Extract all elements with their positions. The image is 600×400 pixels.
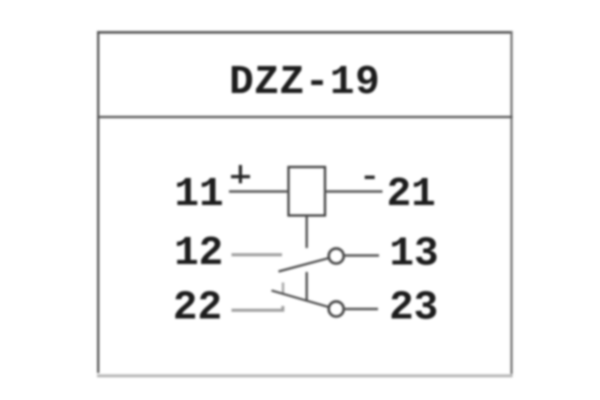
svg-text:11: 11 bbox=[174, 172, 223, 218]
svg-text:12: 12 bbox=[174, 231, 223, 277]
svg-text:13: 13 bbox=[389, 232, 438, 278]
svg-text:22: 22 bbox=[173, 286, 222, 332]
svg-text:21: 21 bbox=[387, 172, 436, 218]
svg-text:DZZ-19: DZZ-19 bbox=[229, 60, 380, 106]
svg-text:23: 23 bbox=[389, 286, 438, 332]
